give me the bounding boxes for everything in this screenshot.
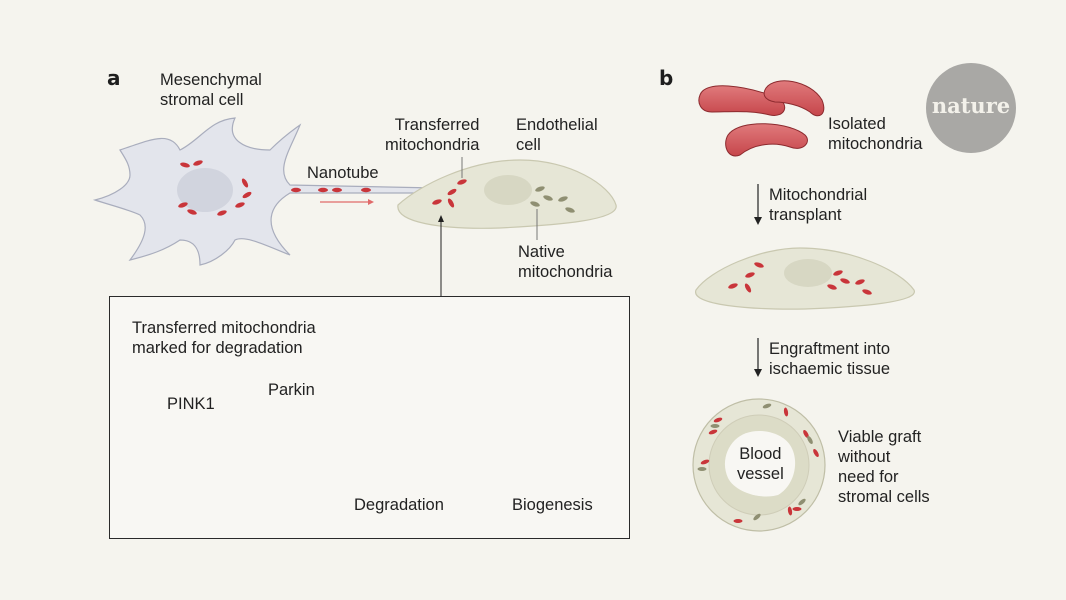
nanotube-label: Nanotube bbox=[307, 164, 379, 182]
endothelial-cell-label: Endothelial cell bbox=[516, 116, 598, 154]
arrow-down-1 bbox=[754, 184, 762, 225]
transferred-mitochondria-label: Transferred mitochondria bbox=[385, 116, 480, 154]
endothelial-cell bbox=[397, 157, 617, 296]
mesenchymal-stromal-cell bbox=[92, 117, 436, 266]
pink1-label: PINK1 bbox=[167, 395, 215, 413]
isolated-mitochondria bbox=[698, 80, 825, 157]
msc-nucleus bbox=[177, 168, 233, 212]
degradation-label: Degradation bbox=[354, 496, 444, 514]
panel-label-a: a bbox=[107, 66, 121, 90]
msc-label: Mesenchymal stromal cell bbox=[160, 71, 262, 109]
transplanted-cell bbox=[695, 247, 915, 310]
degradation-inset-box bbox=[109, 296, 630, 539]
isolated-mitochondria-label: Isolated mitochondria bbox=[828, 115, 923, 153]
arrow-down-2 bbox=[754, 338, 762, 377]
inset-title: Transferred mitochondria marked for degr… bbox=[132, 319, 316, 357]
nature-logo-text: nature bbox=[931, 93, 1011, 118]
parkin-label: Parkin bbox=[268, 381, 315, 399]
blood-vessel bbox=[692, 398, 826, 532]
step-engraftment: Engraftment into ischaemic tissue bbox=[769, 340, 891, 378]
nature-logo: nature bbox=[926, 63, 1016, 153]
native-mitochondria-label: Native mitochondria bbox=[518, 243, 613, 281]
biogenesis-label: Biogenesis bbox=[512, 496, 593, 514]
step-mitochondrial-transplant: Mitochondrial transplant bbox=[769, 186, 868, 224]
outcome-label: Viable graft without need for stromal ce… bbox=[838, 428, 930, 506]
blood-vessel-label: Blood vessel bbox=[737, 445, 784, 483]
panel-label-b: b bbox=[659, 66, 674, 90]
